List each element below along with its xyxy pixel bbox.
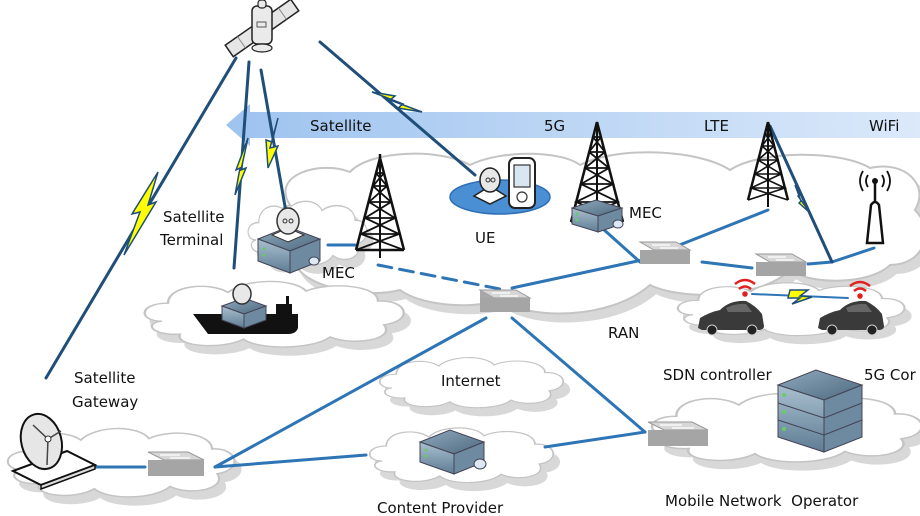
link-switch-ran1 <box>510 258 644 290</box>
switch-ran-2-icon <box>754 253 808 276</box>
label-content-provider: Content Provider <box>377 499 504 516</box>
satellite-icon <box>224 0 300 58</box>
satellite-gateway-dish-icon <box>10 412 98 491</box>
band-label-5g: 5G <box>544 117 565 135</box>
link-tower-switch-dashed <box>376 263 507 292</box>
ue-group <box>449 157 551 215</box>
link-switch-gateway-internet <box>213 316 488 469</box>
car-icon-1 <box>698 300 764 336</box>
link-switch-mno <box>510 316 647 434</box>
wifi-router-icon <box>859 170 891 245</box>
label-satellite-terminal-1: Satellite <box>163 208 224 226</box>
switch-mno-icon <box>647 421 709 446</box>
technology-band-arrow <box>226 104 920 146</box>
wired-links <box>94 208 876 469</box>
core-server-stack-icon <box>776 369 864 453</box>
link-switch-content <box>213 453 368 469</box>
cell-tower-icon-lte <box>746 121 790 207</box>
link-content-mno <box>543 430 647 449</box>
ship-icon <box>193 283 298 334</box>
link-lte-cars <box>768 124 834 264</box>
bolt-ship <box>234 137 249 196</box>
wireless-bolts <box>123 91 813 305</box>
link-mec5g-ran1 <box>600 226 642 264</box>
ue-dish-icon <box>472 167 508 205</box>
label-ran: RAN <box>608 324 639 342</box>
bolt-terminal <box>265 117 280 169</box>
link-ran1-lte <box>670 208 770 250</box>
label-internet: Internet <box>441 372 501 390</box>
car-signal-icon-1 <box>734 278 756 297</box>
label-mec-right: MEC <box>629 204 662 222</box>
label-mec-left: MEC <box>322 264 355 282</box>
switch-gateway-icon <box>147 451 205 476</box>
band-label-lte: LTE <box>704 117 729 135</box>
satellite-terminal-mec-icon <box>256 207 322 274</box>
label-satellite-gateway-1: Satellite <box>74 369 135 387</box>
label-satellite-terminal-2: Terminal <box>159 231 223 249</box>
link-wifi-ap <box>830 246 876 264</box>
bolt-lte <box>794 184 811 214</box>
bolt-ue <box>371 91 423 113</box>
label-ue: UE <box>475 229 495 247</box>
switch-center-icon <box>478 289 532 312</box>
link-satellite-terminal <box>259 68 288 214</box>
label-5g-core: 5G Cor <box>864 366 917 384</box>
link-ran2-wifi <box>806 260 834 266</box>
label-mobile-network-operator: Mobile Network Operator <box>665 492 859 510</box>
label-sdn-controller: SDN controller <box>663 366 772 384</box>
switch-ran-1-icon <box>638 241 692 264</box>
ue-handheld-icon <box>508 157 536 209</box>
link-ran1-ran2 <box>700 260 754 270</box>
car-signal-icon-2 <box>849 280 871 299</box>
bolt-cars <box>787 289 813 305</box>
bolt-gateway <box>123 171 159 256</box>
mec-5g-server-icon <box>570 199 624 233</box>
cell-tower-icon-left <box>354 154 406 258</box>
label-satellite-gateway-2: Gateway <box>72 393 138 411</box>
band-label-satellite: Satellite <box>310 117 371 135</box>
content-provider-server-icon <box>418 429 487 475</box>
band-label-wifi: WiFi <box>869 117 899 135</box>
car-icon-2 <box>818 300 884 336</box>
